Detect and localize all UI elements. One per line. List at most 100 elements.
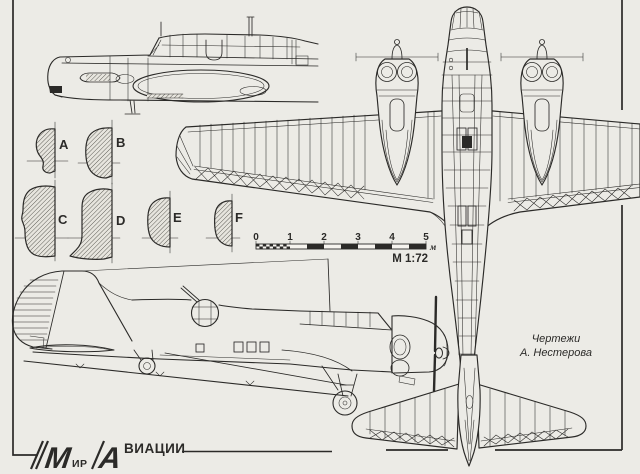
canopy-roof <box>158 33 319 45</box>
antenna-mast-detail <box>160 16 255 37</box>
tailwheel-bulge <box>465 395 474 409</box>
scale-unit-label: м <box>429 242 436 252</box>
section-label-e: E <box>173 210 182 225</box>
tail-cone <box>457 354 481 467</box>
canopy-frames <box>161 33 301 60</box>
side-window <box>259 341 270 353</box>
fuselage-spine <box>131 298 301 312</box>
wing-chord-line-side <box>164 352 347 386</box>
section-label-d: D <box>116 213 125 228</box>
prop-hub-left <box>391 44 403 60</box>
section-label-c: C <box>58 212 68 227</box>
scale-tick-2: 2 <box>321 232 327 243</box>
top-view <box>175 6 640 467</box>
fuselage-belly-line <box>32 351 393 373</box>
spine-hatch <box>459 93 475 113</box>
u-shaped-window <box>205 39 223 61</box>
cylinder-bank <box>542 62 562 82</box>
logo-letters-aviatsii: ВИАЦИИ <box>124 441 185 456</box>
belly-hatch-strip <box>147 94 183 98</box>
wingtip-ribs <box>176 135 194 175</box>
wing-truss-left <box>194 166 365 200</box>
cylinder-bank <box>377 62 397 82</box>
cylinder-bump <box>390 359 410 377</box>
antenna-mast <box>327 258 331 312</box>
main-landing-gear <box>321 365 358 416</box>
section-f-shape <box>214 200 233 247</box>
section-d-shape <box>69 188 113 260</box>
propeller-arc-line-left <box>355 52 439 62</box>
fuselage-stringers <box>451 74 483 358</box>
logo-letters-ir: ИР <box>72 458 88 470</box>
section-label-f: F <box>235 210 243 225</box>
section-a-shape <box>35 128 56 174</box>
section-c-shape <box>21 185 56 258</box>
cowling-outline <box>391 315 449 374</box>
fuselage-plan-details <box>441 7 493 358</box>
cylinder-bump <box>389 334 411 360</box>
logo-letter-a: А <box>96 442 123 474</box>
cylinder-bank <box>397 62 417 82</box>
tail-wheel <box>138 357 156 375</box>
canopy-side <box>299 310 392 330</box>
left-border-line <box>12 0 38 456</box>
logo-slash <box>90 440 106 470</box>
cooler-duct <box>389 98 405 132</box>
prop-hub-right <box>536 44 548 60</box>
magazine-logo: М ИР А ВИАЦИИ <box>29 440 332 474</box>
logo-slashes <box>29 440 50 470</box>
side-window <box>246 341 257 353</box>
scale-tick-0: 0 <box>253 232 259 243</box>
gun-trough-outline <box>79 72 121 83</box>
cross-sections: A B C D E F <box>14 119 243 264</box>
credit-line-1: Чертежи <box>532 333 581 345</box>
forward-fuselage-detail-view <box>47 16 319 115</box>
right-border-line <box>386 0 623 451</box>
wing-fillet-ellipse <box>132 69 270 103</box>
engine-nacelle-left <box>355 39 439 186</box>
exhaust-stub <box>398 375 416 386</box>
cylinder-bank <box>522 62 542 82</box>
tailplane-ribs <box>369 388 566 447</box>
antenna-wire <box>81 258 329 272</box>
tailplane <box>351 383 587 450</box>
walkway-dark-panel <box>462 136 472 148</box>
wing-leading-edge-side <box>23 360 349 397</box>
fuselage-frames <box>441 61 493 355</box>
elevator-hinge-lines <box>365 427 573 442</box>
rudder-rib-lines <box>12 279 59 341</box>
tailplane-side-profile <box>29 344 115 353</box>
gun-trough-hatch <box>86 74 110 81</box>
wing-root-fillet-side <box>281 349 353 372</box>
rudder-hinge-line <box>45 270 65 349</box>
nose-porthole <box>65 57 71 63</box>
gun-turret-dome <box>190 298 220 328</box>
section-label-a: A <box>59 137 69 152</box>
scale-tick-1: 1 <box>287 232 293 243</box>
side-view <box>11 258 450 416</box>
scale-tick-5: 5 <box>423 232 429 243</box>
propeller-hub <box>435 347 443 359</box>
logo-letter-m: М <box>43 442 73 474</box>
section-b-shape <box>85 127 113 179</box>
spinner <box>442 346 450 360</box>
tailplane-truss-right <box>483 428 569 447</box>
side-hatch <box>195 343 205 353</box>
wing-ribs-left <box>199 110 435 200</box>
section-e-shape <box>147 197 171 248</box>
wing-spar-lines <box>193 165 640 203</box>
engine-side <box>389 295 450 393</box>
gear-leg-detail <box>124 99 141 115</box>
nose-intake-dark <box>49 86 62 93</box>
credit-block: Чертежи А. Нестерова <box>519 333 592 359</box>
tailplane-truss-left <box>369 429 455 448</box>
cooler-duct <box>534 98 550 132</box>
engine-nacelle-right <box>500 39 584 186</box>
fuselage-bottom-line <box>54 94 319 103</box>
fin-rudder-outline <box>11 270 133 350</box>
turret-gun-barrel <box>180 285 200 303</box>
page-border-lines <box>12 0 623 456</box>
main-wheel <box>332 390 358 416</box>
